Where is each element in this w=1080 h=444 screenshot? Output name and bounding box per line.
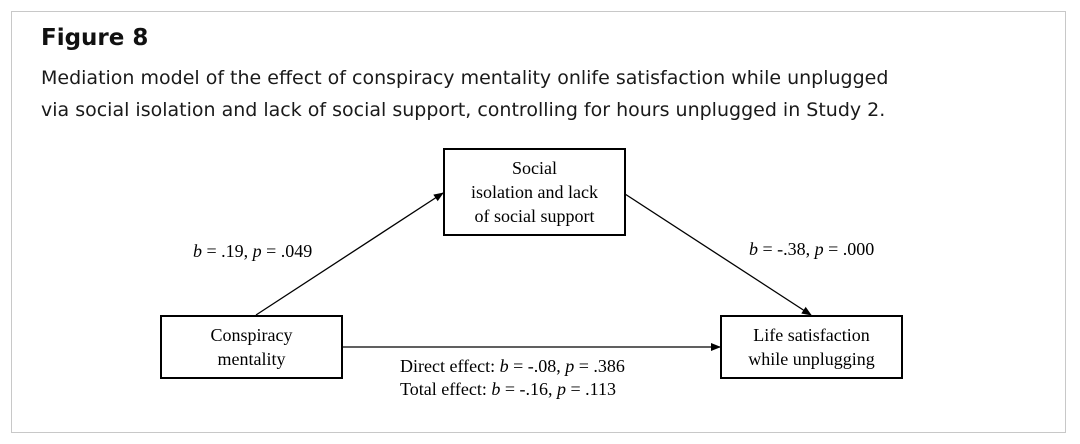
path-b-label: b = -.38, p = .000 xyxy=(749,239,874,260)
total-effect-prefix: Total effect: xyxy=(400,379,492,399)
path-a-b-symbol: b xyxy=(193,241,202,261)
total-b-value: = -.16, xyxy=(500,379,558,399)
path-a-p-value: = .049 xyxy=(261,241,313,261)
path-a-b-value: = .19, xyxy=(202,241,253,261)
outcome-line-2: while unplugging xyxy=(748,349,875,369)
path-b-p-value: = .000 xyxy=(823,239,875,259)
total-p-symbol: p xyxy=(557,379,567,399)
caption-line-2: via social isolation and lack of social … xyxy=(41,99,886,121)
direct-b-value: = -.08, xyxy=(508,356,566,376)
path-b-arrow xyxy=(624,193,812,316)
total-p-value: = .113 xyxy=(566,379,617,399)
direct-effect-prefix: Direct effect: xyxy=(400,356,500,376)
predictor-line-2: mentality xyxy=(217,349,286,369)
predictor-line-1: Conspiracy xyxy=(210,325,293,345)
mediator-line-3: of social support xyxy=(474,206,595,226)
path-b-b-value: = -.38, xyxy=(758,239,815,259)
path-a-p-symbol: p xyxy=(252,241,262,261)
figure-label: Figure 8 xyxy=(41,25,149,51)
mediator-line-1: Social xyxy=(512,158,557,178)
outcome-box: Life satisfaction while unplugging xyxy=(720,315,903,379)
direct-b-symbol: b xyxy=(499,356,509,376)
figure-caption: Mediation model of the effect of conspir… xyxy=(41,62,1041,126)
direct-effect-label: Direct effect: b = -.08, p = .386 xyxy=(400,356,625,377)
path-a-arrow xyxy=(255,192,444,316)
mediator-box: Social isolation and lack of social supp… xyxy=(443,148,626,236)
path-a-label: b = .19, p = .049 xyxy=(193,241,312,262)
path-b-b-symbol: b xyxy=(749,239,758,259)
direct-p-symbol: p xyxy=(565,356,575,376)
total-b-symbol: b xyxy=(491,379,501,399)
path-b-p-symbol: p xyxy=(814,239,824,259)
caption-line-1: Mediation model of the effect of conspir… xyxy=(41,67,889,89)
total-effect-label: Total effect: b = -.16, p = .113 xyxy=(400,379,616,400)
outcome-line-1: Life satisfaction xyxy=(753,325,870,345)
mediator-line-2: isolation and lack xyxy=(471,182,598,202)
direct-p-value: = .386 xyxy=(574,356,625,376)
predictor-box: Conspiracy mentality xyxy=(160,315,343,379)
